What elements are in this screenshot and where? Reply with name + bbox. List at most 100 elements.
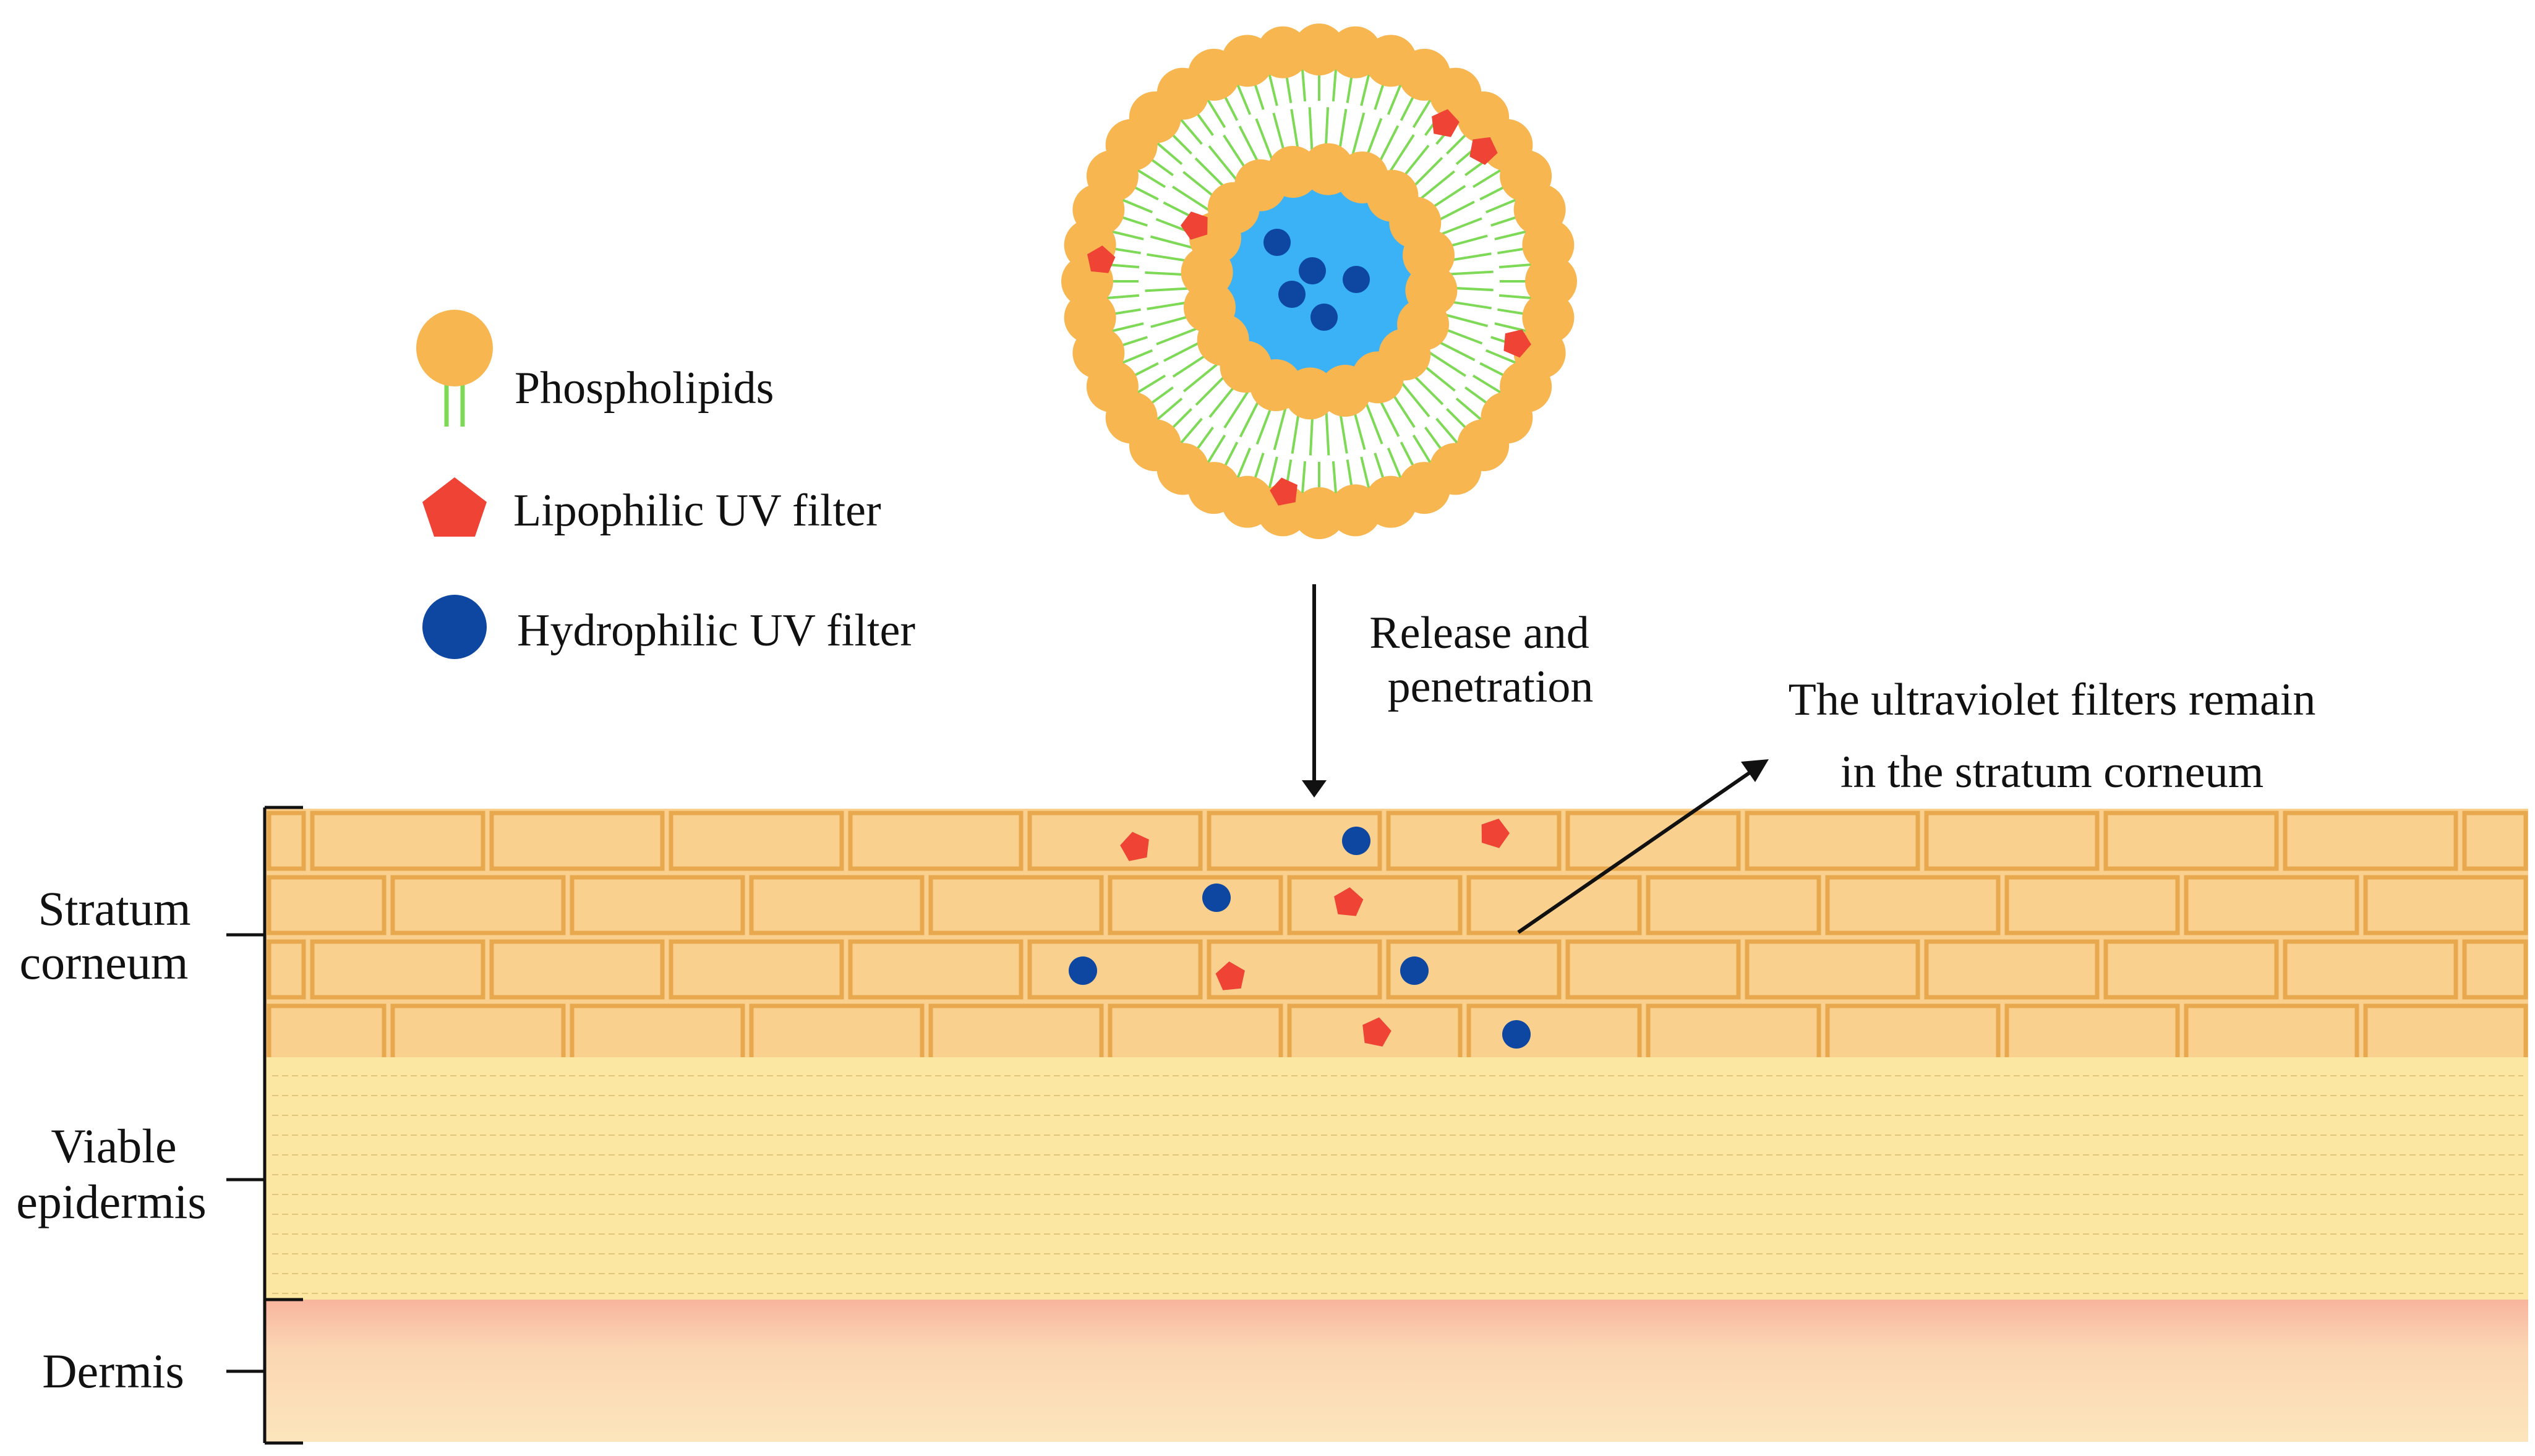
lipid-tail xyxy=(1448,300,1492,310)
lipid-tail xyxy=(1223,390,1249,428)
lipophilic-filter-icon xyxy=(422,477,487,537)
corneocyte xyxy=(1108,1003,1283,1064)
corneocyte xyxy=(749,1003,925,1064)
corneocyte xyxy=(848,811,1024,871)
lipid-tail xyxy=(1183,363,1218,393)
lipid-tail xyxy=(1441,326,1483,345)
corneocyte xyxy=(2004,1003,2180,1064)
lipid-tail xyxy=(1147,300,1191,310)
corneocyte xyxy=(749,875,925,935)
corneocyte xyxy=(310,811,485,871)
legend-hydrophilic-label: Hydrophilic UV filter xyxy=(517,605,915,656)
corneocyte xyxy=(489,939,665,1000)
hydrophilic-filter xyxy=(1069,956,1097,985)
corneocyte xyxy=(1287,875,1463,935)
lipophilic-filter xyxy=(1432,109,1460,137)
lipophilic-filter xyxy=(1120,832,1149,861)
layer-bracket xyxy=(226,806,303,1445)
corneocyte-bricks xyxy=(267,811,2528,1064)
lipid-tail xyxy=(1290,109,1300,153)
corneocyte xyxy=(1466,875,1642,935)
lipid-tail xyxy=(1150,235,1193,249)
lipid-tail xyxy=(1338,410,1348,454)
corneocyte xyxy=(267,875,387,935)
viable-epidermis-label-line1: Viable xyxy=(51,1119,176,1173)
lipid-tail xyxy=(1273,407,1287,451)
lipid-tail xyxy=(1324,107,1330,151)
corneocyte xyxy=(2363,1003,2528,1064)
legend-lipophilic-label: Lipophilic UV filter xyxy=(513,485,881,536)
lipid-tail xyxy=(1428,351,1466,377)
corneocyte xyxy=(2363,875,2528,935)
lipid-tail xyxy=(1445,234,1488,249)
lipophilic-filter xyxy=(1215,961,1245,990)
lipid-tail xyxy=(1428,185,1466,211)
lipophilic-filter xyxy=(1181,211,1208,240)
corneocyte xyxy=(1027,939,1203,1000)
corneocyte xyxy=(669,939,844,1000)
stratum-corneum-label-line1: Stratum xyxy=(38,882,191,935)
hydrophilic-filter xyxy=(1299,257,1326,284)
lipophilic-filter xyxy=(1503,329,1531,358)
lipid-tail xyxy=(1377,397,1400,437)
corneocyte xyxy=(1924,939,2100,1000)
hydrophilic-filter-icon xyxy=(422,595,487,659)
lipophilic-filter xyxy=(1362,1017,1391,1047)
hydrophilic-filter xyxy=(1263,229,1291,256)
corneocyte xyxy=(390,875,566,935)
corneocyte xyxy=(1027,811,1203,871)
lipid-tail xyxy=(1420,170,1455,200)
corneocyte xyxy=(928,1003,1104,1064)
corneocyte xyxy=(1646,1003,1821,1064)
lipid-tail xyxy=(1411,373,1444,406)
hydrophilic-filter xyxy=(1310,304,1338,331)
lipophilic-filter xyxy=(1481,819,1510,848)
phospholipid-heads xyxy=(1061,23,1577,539)
core-hydrophilic-filters xyxy=(1263,229,1370,331)
corneocyte xyxy=(2103,811,2279,871)
lipophilic-filter xyxy=(1469,137,1498,165)
lipophilic-filter xyxy=(1087,245,1116,273)
corneocyte xyxy=(2283,939,2458,1000)
corneocyte xyxy=(1466,1003,1642,1064)
corneocyte xyxy=(570,875,745,935)
lipid-tail xyxy=(1194,157,1228,190)
corneocyte xyxy=(489,811,665,871)
lipid-tail xyxy=(1338,109,1348,152)
lipid-tail xyxy=(1272,113,1286,155)
lipid-tail xyxy=(1364,117,1383,160)
lipid-tail xyxy=(1172,352,1210,378)
liposome xyxy=(1061,23,1577,539)
corneocyte xyxy=(1825,1003,2001,1064)
corneocyte xyxy=(1108,875,1283,935)
viable-epidermis-layer xyxy=(265,1057,2528,1300)
dermis-layer xyxy=(265,1300,2528,1442)
lipid-tail xyxy=(1352,407,1366,450)
lipid-tail xyxy=(1445,313,1489,328)
lipid-tail xyxy=(1420,362,1456,392)
phospholipid-icon xyxy=(416,310,493,427)
hydrophilic-filter xyxy=(1502,1020,1531,1049)
lipid-tail xyxy=(1223,134,1249,172)
lipid-tail xyxy=(1156,327,1197,346)
corneocyte xyxy=(310,939,485,1000)
corneocyte xyxy=(2462,939,2528,1000)
corneocyte xyxy=(2184,1003,2359,1064)
lipid-tail xyxy=(1325,412,1330,456)
lipid-tail xyxy=(1182,171,1218,200)
lipid-tail xyxy=(1145,271,1189,276)
corneocyte xyxy=(267,1003,387,1064)
lipid-tail xyxy=(1435,339,1476,362)
lipid-tail xyxy=(1145,287,1189,292)
lipid-tail xyxy=(1377,125,1400,165)
callout-arrow xyxy=(1517,759,1769,934)
callout-label-line2: in the stratum corneum xyxy=(1840,747,2264,798)
corneocyte xyxy=(2184,875,2359,935)
corneocyte xyxy=(267,939,306,1000)
lipid-tail xyxy=(1390,390,1416,428)
lipid-tail xyxy=(1448,252,1492,262)
lipid-tail xyxy=(1208,145,1238,181)
lipophilic-filter xyxy=(1334,887,1364,916)
lipid-tail xyxy=(1172,185,1210,211)
